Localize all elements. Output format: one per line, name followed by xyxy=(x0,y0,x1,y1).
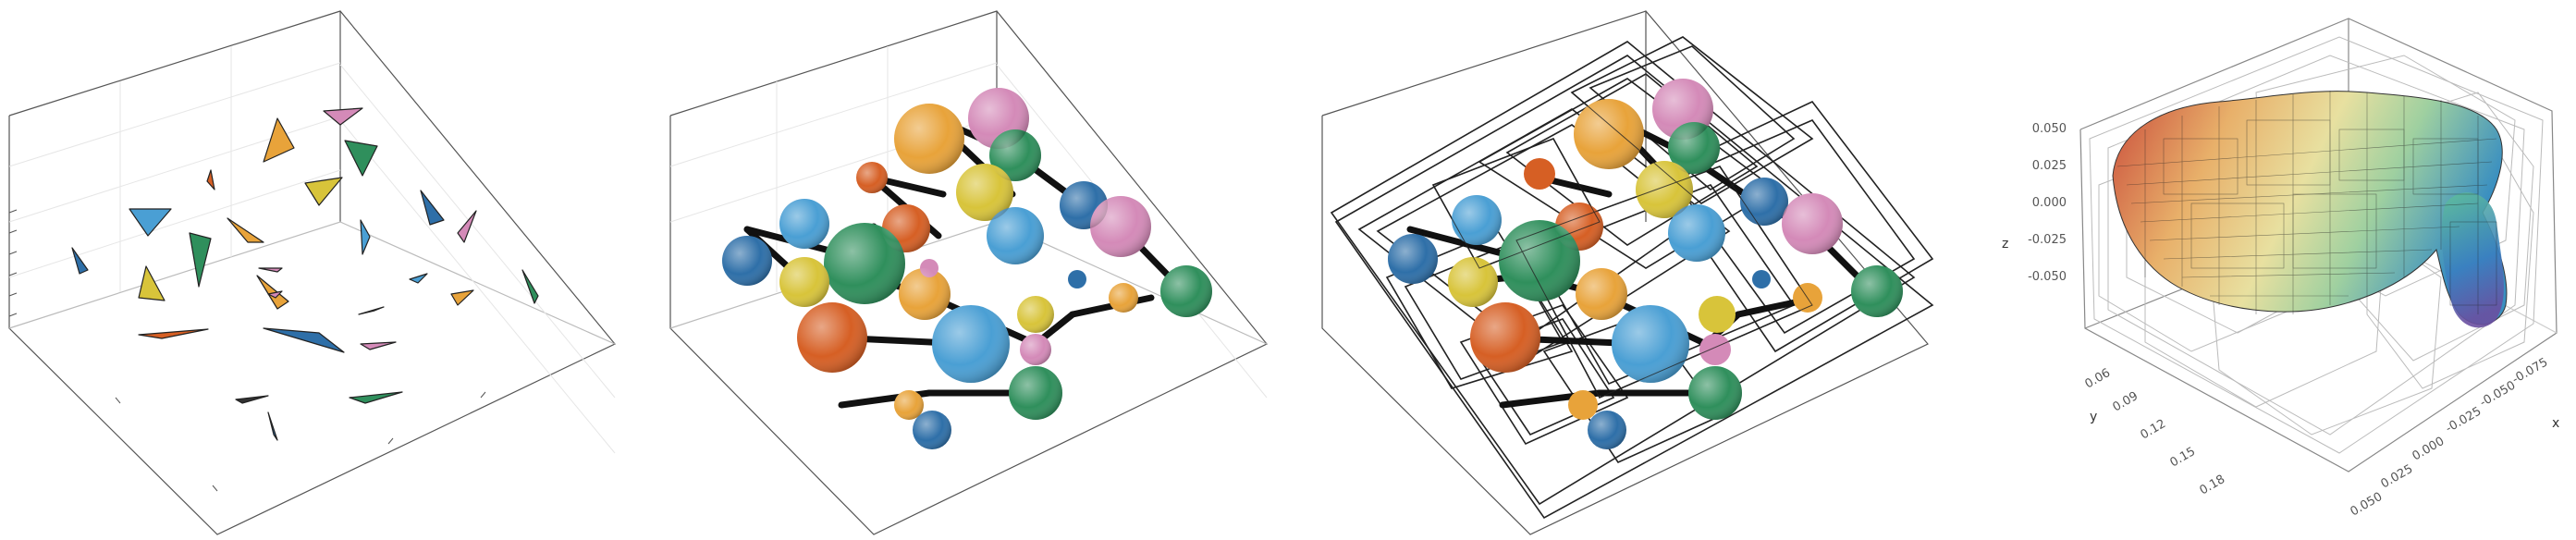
sphere xyxy=(1524,158,1555,190)
sphere-shading xyxy=(1388,79,1903,449)
z-axis-label: z xyxy=(2002,237,2008,252)
spheres-plot xyxy=(669,10,1268,535)
y-tick-label: 0.12 xyxy=(2139,417,2169,442)
z-tick-label: 0.025 xyxy=(2032,159,2067,173)
z-axis-ticks: 0.050 0.025 0.000 -0.025 -0.050 z xyxy=(2002,122,2067,284)
z-tick-label: 0.050 xyxy=(2032,122,2067,136)
y-tick-label: 0.09 xyxy=(2111,389,2141,414)
sphere-shading xyxy=(722,88,1212,449)
x-axis-ticks: -0.075 -0.050 -0.025 0.000 0.025 0.050 x xyxy=(2349,356,2560,520)
z-tick-label: -0.050 xyxy=(2028,270,2067,284)
x-tick-label: -0.025 xyxy=(2444,405,2484,436)
spheres-panel xyxy=(647,0,1285,540)
triangles-plot xyxy=(8,10,616,535)
x-tick-label: -0.050 xyxy=(2478,379,2519,411)
sphere xyxy=(1068,270,1086,288)
z-tick-label: 0.000 xyxy=(2032,196,2067,210)
surface-body xyxy=(2112,91,2508,325)
x-tick-label: 0.025 xyxy=(2379,462,2416,492)
triangles-panel xyxy=(0,0,638,540)
sphere xyxy=(1699,296,1736,333)
bvh-boxes-overlay xyxy=(1432,36,1813,399)
y-tick-label: 0.18 xyxy=(2198,472,2228,497)
sphere xyxy=(1568,390,1598,420)
sphere xyxy=(1752,270,1771,288)
x-axis-label: x xyxy=(2552,416,2559,431)
y-axis-ticks: 0.06 0.09 0.12 0.15 0.18 y xyxy=(2083,366,2228,497)
spheres-bvh-plot xyxy=(1321,10,1934,535)
axis-ticks xyxy=(8,209,486,492)
z-tick-label: -0.025 xyxy=(2028,233,2067,247)
y-axis-label: y xyxy=(2090,410,2097,424)
dense-bvh-lines xyxy=(2116,91,2497,314)
sphere xyxy=(1699,334,1731,365)
surface-bvh-panel: 0.050 0.025 0.000 -0.025 -0.050 z 0.06 0… xyxy=(1979,0,2576,540)
y-tick-label: 0.06 xyxy=(2083,366,2114,391)
grid-lines xyxy=(8,46,616,454)
surface xyxy=(2112,91,2508,328)
surface-bvh-plot: 0.050 0.025 0.000 -0.025 -0.050 z 0.06 0… xyxy=(2002,18,2560,520)
triangles xyxy=(71,107,539,441)
y-tick-label: 0.15 xyxy=(2168,445,2199,470)
surface-tail xyxy=(2441,192,2504,328)
spheres-bvh-panel xyxy=(1294,0,1942,540)
x-tick-label: 0.050 xyxy=(2349,490,2386,520)
x-tick-label: 0.000 xyxy=(2410,435,2447,464)
